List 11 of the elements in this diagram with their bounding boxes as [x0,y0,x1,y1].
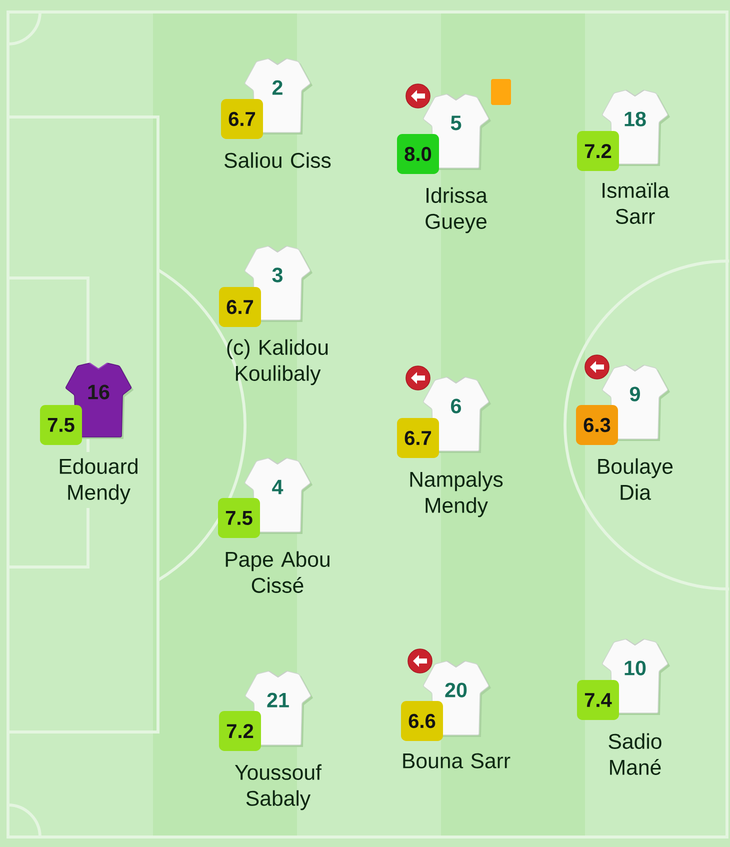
player-name: Edouard Mendy [60,458,138,504]
player-name: Youssouf Sabaly [234,764,322,810]
player-name: Ismaïla Sarr [602,182,670,224]
player-name: Idrissa Gueye [426,187,488,234]
player-name: Bouna Sarr [403,753,510,768]
player-name: Saliou Ciss [224,152,331,168]
player-name: Boulaye Dia [598,458,673,500]
player-name: (c) Kalidou Koulibaly [227,339,328,386]
player-name: Pape Abou Cissé [226,551,330,593]
player-name: Sadio Mané [608,733,662,775]
player-name: Nampalys Mendy [410,471,503,518]
